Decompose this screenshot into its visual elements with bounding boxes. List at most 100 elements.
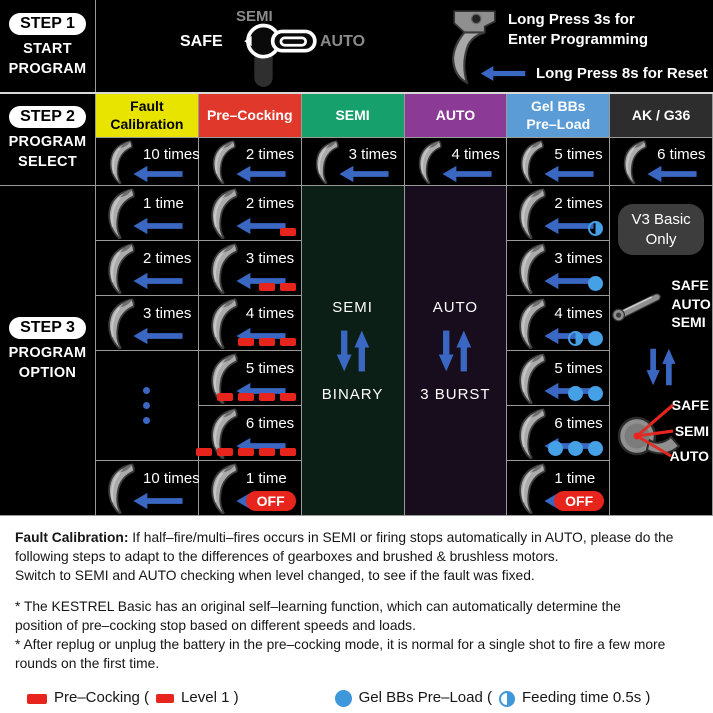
step1-title: START PROGRAM [8,40,87,77]
burst-mode-label: 3 BURST [420,385,491,403]
kestrel-notes: * The KESTREL Basic has an original self… [15,599,666,672]
feeding-time-half-icon [499,690,515,707]
feeding-dots [548,441,604,456]
long-press-note-block: Long Press 3s for Enter Programming Long… [444,4,708,88]
left-arrow-icon [543,165,595,183]
fault-calibration-text: If half–fire/multi–fires occurs in SEMI … [15,530,674,584]
select-times-label: 2 times [245,146,295,163]
option-label: 4 times [245,305,295,322]
option-label: 1 time [143,195,184,212]
left-arrow-icon [132,217,184,235]
step3-label-block: STEP 3 PROGRAM OPTION [0,186,96,516]
long-press-notes: Long Press 3s for Enter Programming Long… [508,10,708,88]
fault-option-3times: 3 times [96,296,199,351]
level-bars [237,338,296,346]
left-arrow-icon [646,165,698,183]
gel-option-1p5dot: 4 times [507,296,611,351]
select-fault-cell: 10 times [96,138,200,186]
auto-mode-label: AUTO [432,298,479,316]
level-bars [195,448,296,456]
select-ak-cell: 6 times [610,138,713,186]
gel-option-1dot: 3 times [507,241,611,296]
select-times-label: 4 times [451,146,500,163]
selector-safe-label: SAFE [180,33,223,50]
header-pre-cocking: Pre–Cocking [198,94,302,138]
header-fault-calibration: Fault Calibration [96,94,199,138]
level-bars [258,283,296,291]
fault-ellipsis-cell [96,351,199,461]
legend-pre-cocking: Pre–Cocking ( Level 1 ) [27,688,239,709]
select-times-label: 3 times [348,146,398,163]
left-arrow-icon [480,65,526,82]
left-arrow-icon [132,272,184,290]
v3-basic-only-pill: V3 Basic Only [618,204,704,255]
select-gel-cell: 5 times [507,138,611,186]
off-badge: OFF [554,491,605,511]
dial-block: SAFE SEMI AUTO [613,397,710,470]
fault-option-1time: 1 time [96,186,199,241]
dial-auto-label: AUTO [669,447,710,464]
legend-gel-feed-text: Feeding time 0.5s ) [522,689,651,707]
toggle-arrows-icon [644,344,678,390]
toggle-arrows-icon [436,325,474,377]
lever-safe-label: SAFE [671,277,709,293]
legend-pre-level-text: Level 1 ) [181,689,239,707]
step1-section: STEP 1 START PROGRAM SEMI SAFE AUTO Long… [0,0,713,94]
selector-semi-label: SEMI [236,8,273,25]
long-press-3s-line1: Long Press 3s for [508,11,635,28]
dial-semi-label: SEMI [674,422,710,439]
fault-calibration-paragraph: Fault Calibration: If half–fire/multi–fi… [15,528,698,585]
option-label: 1 time [245,470,287,487]
option-label: 6 times [554,415,603,432]
header-auto: AUTO [404,94,508,138]
selector-switch-block: SEMI SAFE AUTO [178,0,368,94]
select-precocking-cell: 2 times [198,138,302,186]
selector-dial-icon [617,403,681,457]
step3-badge: STEP 3 [9,317,86,340]
step1-badge: STEP 1 [9,12,86,35]
precocking-option-level2: 3 times [198,241,302,296]
step2-badge: STEP 2 [9,106,86,129]
selector-lever-block: SAFE AUTO SEMI [611,277,711,332]
header-ak-g36: AK / G36 [610,94,713,138]
legend-row: Pre–Cocking ( Level 1 ) Gel BBs Pre–Load… [27,688,698,709]
option-label: 2 times [554,195,603,212]
select-times-label: 10 times [143,146,200,163]
select-auto-cell: 4 times [404,138,508,186]
long-press-3s-line2: Enter Programming [508,31,649,49]
gel-option-2dot: 5 times [507,351,611,406]
select-times-label: 5 times [554,146,603,163]
feeding-dots [568,331,604,346]
option-label: 3 times [554,250,603,267]
option-label: 2 times [143,250,192,267]
legend-gel-text: Gel BBs Pre–Load ( [358,689,492,707]
program-table: STEP 2 PROGRAM SELECT STEP 3 PROGRAM OPT… [0,94,713,516]
option-label: 4 times [554,305,603,322]
left-arrow-icon [235,165,287,183]
left-arrow-icon [338,165,390,183]
select-semi-cell: 3 times [301,138,405,186]
fault-option-2times: 2 times [96,241,199,296]
fault-option-10times: 10 times [96,461,200,516]
long-press-8s-label: Long Press 8s for Reset [536,64,708,82]
semi-mode-label: SEMI [332,298,373,316]
fault-calibration-lead: Fault Calibration: [15,530,129,545]
pre-cocking-bar-icon [27,693,47,704]
binary-mode-label: BINARY [321,385,384,403]
option-label: 5 times [245,360,295,377]
left-arrow-icon [132,492,184,510]
lever-positions: SAFE AUTO SEMI [671,277,710,332]
level-bars [279,228,296,236]
step1-label-block: STEP 1 START PROGRAM [0,0,96,92]
ellipsis-dots-icon [96,351,198,460]
level1-bar-icon [156,694,175,704]
option-label: 2 times [245,195,295,212]
ak-g36-cell: V3 Basic Only SAFE AUTO SEMI [610,186,713,516]
precocking-option-level3: 4 times [198,296,302,351]
step3-title: PROGRAM OPTION [8,345,87,381]
step2-label-block: STEP 2 PROGRAM SELECT [0,94,96,186]
legend-pre-text: Pre–Cocking ( [54,689,150,707]
precocking-option-level1: 2 times [198,186,302,241]
feeding-dots [588,276,604,291]
gel-option-halffeed: 2 times [507,186,611,241]
